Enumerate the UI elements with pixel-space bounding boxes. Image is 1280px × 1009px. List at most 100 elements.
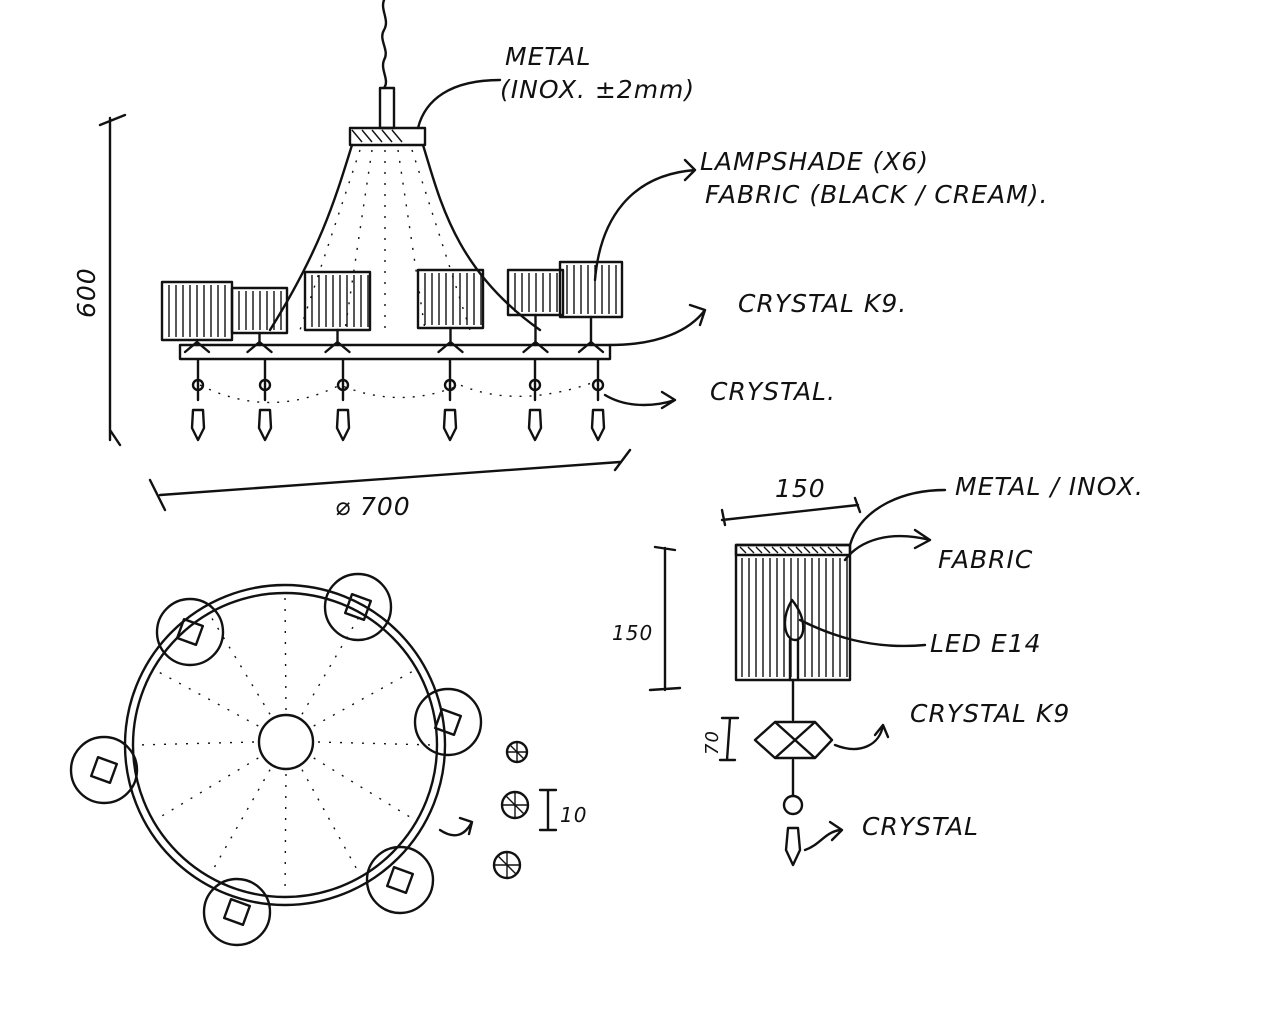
- bead-facets: [502, 792, 528, 818]
- detail-height-dimension: [648, 545, 682, 692]
- lamp-arm: [522, 313, 549, 354]
- plan-strand: [156, 670, 259, 727]
- crystal-beads: [492, 740, 530, 880]
- detail-fabric-label: FABRIC: [938, 545, 1033, 574]
- lampshade: [303, 270, 372, 332]
- pendant-crystal: [335, 408, 351, 442]
- elevation-view: 600 ⌀ 700 METAL (INOX. ±2mm) LAMPSHADE (…: [72, 0, 1048, 521]
- rod: [378, 86, 396, 130]
- pendant-crystal: [190, 408, 206, 442]
- height-dimension-label: 600: [72, 267, 101, 318]
- detail-crystal-dimension: [718, 716, 740, 762]
- lamp-arm: [577, 315, 605, 354]
- metal-label: METAL: [505, 42, 591, 71]
- crystal-label: CRYSTAL.: [710, 377, 836, 406]
- detail-crystal-drop: [784, 826, 802, 867]
- plan-strand: [317, 741, 434, 746]
- detail-led-leader: [798, 618, 927, 648]
- plan-lamp-holder: [433, 707, 463, 737]
- canopy-crystal-strands: [299, 149, 471, 331]
- plan-strand: [284, 773, 287, 894]
- diameter-dimension-label: ⌀ 700: [335, 492, 411, 521]
- lampshade-fabric-label: FABRIC (BLACK / CREAM).: [705, 180, 1048, 209]
- plan-view: 10: [69, 572, 587, 947]
- detail-width-label: 150: [775, 474, 826, 503]
- detail-led-label: LED E14: [930, 629, 1042, 658]
- lampshade-detail-view: 150 150 METAL / INOX. FABRIC LED E14 CRY…: [612, 472, 1144, 867]
- pendant-ball: [191, 378, 205, 392]
- pendant-ball: [528, 378, 542, 392]
- bead-dimension-label: 10: [560, 803, 587, 827]
- bead-dimension-line: [538, 788, 558, 832]
- detail-metal-leader: [848, 488, 947, 547]
- plan-strand: [210, 616, 271, 715]
- plan-strand: [284, 596, 287, 711]
- lamp-arm: [246, 331, 273, 354]
- pendant-ball: [336, 378, 350, 392]
- plan-lamp-holder: [89, 755, 119, 785]
- outer-ring-inner: [131, 591, 439, 899]
- plan-crystal-strands: [136, 596, 434, 894]
- plan-strand: [210, 769, 271, 874]
- plan-strand: [313, 670, 414, 727]
- plan-lamp-holder: [175, 617, 205, 647]
- plan-lampshade: [413, 687, 483, 757]
- pendant-ball: [258, 378, 272, 392]
- plan-lamp-holder: [385, 865, 415, 895]
- pendant-crystal: [527, 408, 543, 442]
- lamp-arm: [437, 326, 464, 354]
- plan-lampshade: [323, 572, 393, 642]
- detail-fabric-leader: [843, 528, 932, 562]
- canopy-strand: [299, 149, 361, 331]
- bead-leader: [438, 816, 474, 837]
- detail-metal-label: METAL / INOX.: [955, 472, 1144, 501]
- plan-lampshades: [69, 572, 483, 947]
- plan-strand: [301, 616, 360, 715]
- detail-width-dimension: [720, 496, 862, 527]
- detail-crystal-k9: [753, 720, 834, 760]
- led-candle-bulb: [783, 598, 805, 682]
- height-dimension-line: [98, 113, 127, 447]
- center-hub: [257, 713, 315, 771]
- crystal-leader: [603, 390, 677, 410]
- lampshade-label: LAMPSHADE (X6): [700, 147, 929, 176]
- detail-crystal-k9-label: CRYSTAL K9: [910, 699, 1070, 728]
- detail-crystal-k9-leader: [833, 723, 890, 751]
- diameter-dimension-line: [148, 448, 632, 512]
- detail-metal-rim: [734, 543, 852, 557]
- detail-crystal-label: CRYSTAL: [862, 812, 979, 841]
- detail-crystal-ball: [782, 794, 804, 816]
- lamp-arm: [324, 328, 351, 354]
- bead-facets: [507, 742, 527, 762]
- detail-height-label: 150: [612, 621, 653, 645]
- bead-facets: [494, 852, 520, 878]
- pendant-crystal: [442, 408, 458, 442]
- lampshades: [160, 260, 624, 354]
- crown-hatching: [351, 129, 403, 143]
- plan-lampshade: [155, 597, 225, 667]
- crystal-k9-label: CRYSTAL K9.: [738, 289, 907, 318]
- fabric-pleats: [741, 558, 848, 677]
- plan-strand: [301, 769, 360, 874]
- pendant-crystal: [257, 408, 273, 442]
- crystal-k9-leader: [608, 303, 707, 347]
- plan-lamp-holder: [343, 592, 373, 622]
- metal-spec-label: (INOX. ±2mm): [500, 75, 695, 104]
- chain: [381, 0, 388, 90]
- metal-crown: [348, 126, 427, 147]
- crystal-garland: [199, 379, 601, 404]
- plan-lamp-holder: [222, 897, 252, 927]
- plan-lampshade: [202, 877, 272, 947]
- detail-crystal-dim-label: 70: [702, 730, 723, 755]
- lampshade: [558, 260, 624, 319]
- canopy-right: [421, 143, 542, 332]
- plan-lampshade: [69, 735, 139, 805]
- pendant-ball: [443, 378, 457, 392]
- lampshade: [416, 268, 485, 330]
- plan-strand: [313, 757, 414, 820]
- rim-hatching: [739, 546, 843, 554]
- pendant-crystal: [590, 408, 606, 442]
- lamp-arm: [183, 338, 211, 354]
